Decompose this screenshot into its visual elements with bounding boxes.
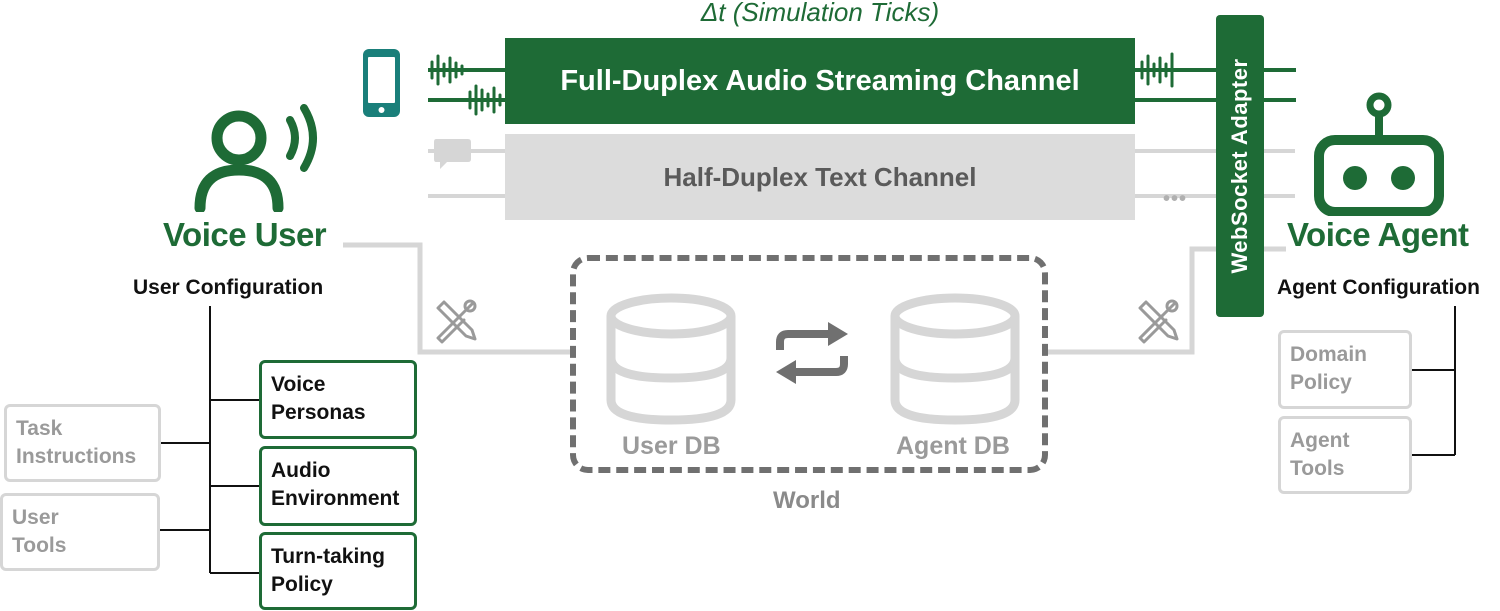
chat-bubble-icon xyxy=(434,139,471,169)
voice-agent-label: Voice Agent xyxy=(1287,216,1469,253)
phone-icon xyxy=(363,49,400,117)
box-label-line: Instructions xyxy=(16,445,137,468)
simulation-ticks-label: Δt (Simulation Ticks) xyxy=(700,0,940,27)
voice-user-icon xyxy=(194,104,317,212)
box-label-line: Domain xyxy=(1290,343,1368,366)
half-duplex-text-channel: Half-Duplex Text Channel xyxy=(505,134,1135,220)
box-label-line: Policy xyxy=(271,573,333,596)
box-label-line: Tools xyxy=(1290,457,1345,480)
box-label-line: Environment xyxy=(271,487,400,510)
box-label-line: Policy xyxy=(1290,371,1352,394)
waveform-icon xyxy=(1140,52,1174,88)
agent-db-label: Agent DB xyxy=(896,432,1010,460)
agent-tools-box: Agent Tools xyxy=(1278,416,1412,494)
domain-policy-box: Domain Policy xyxy=(1278,330,1412,409)
websocket-adapter: WebSocket Adapter xyxy=(1216,15,1264,317)
box-label-line: Task xyxy=(16,417,63,440)
agent-configuration-title: Agent Configuration xyxy=(1277,276,1480,299)
database-icon xyxy=(890,293,1020,425)
websocket-adapter-label: WebSocket Adapter xyxy=(1227,58,1252,274)
full-duplex-audio-channel: Full-Duplex Audio Streaming Channel xyxy=(505,38,1135,124)
tools-icon xyxy=(1138,299,1179,344)
waveform-icon xyxy=(468,84,502,116)
user-db-label: User DB xyxy=(622,432,721,460)
waveform-icon xyxy=(430,54,464,86)
box-label-line: Turn-taking xyxy=(271,545,385,568)
task-instructions-box: Task Instructions xyxy=(4,404,161,482)
database-icon xyxy=(606,293,736,425)
text-channel-label: Half-Duplex Text Channel xyxy=(663,161,977,192)
box-label-line: User xyxy=(12,506,59,529)
box-label-line: Tools xyxy=(12,534,67,557)
audio-environment-box: Audio Environment xyxy=(259,446,417,526)
turn-taking-policy-box: Turn-taking Policy xyxy=(259,532,417,610)
box-label-line: Personas xyxy=(271,401,366,424)
box-label-line: Audio xyxy=(271,459,331,482)
more-channels-ellipsis: ••• xyxy=(1163,188,1188,210)
user-tools-box: User Tools xyxy=(0,493,160,571)
audio-channel-label: Full-Duplex Audio Streaming Channel xyxy=(560,64,1080,97)
box-label-line: Agent xyxy=(1290,429,1350,452)
sync-arrows-icon xyxy=(776,322,848,384)
voice-personas-box: Voice Personas xyxy=(259,360,417,439)
tools-icon xyxy=(436,299,477,344)
box-label-line: Voice xyxy=(271,373,326,396)
world-container xyxy=(570,255,1048,473)
user-configuration-title: User Configuration xyxy=(133,276,324,299)
robot-icon xyxy=(1314,92,1444,216)
world-label: World xyxy=(773,487,841,514)
voice-user-label: Voice User xyxy=(163,216,327,253)
